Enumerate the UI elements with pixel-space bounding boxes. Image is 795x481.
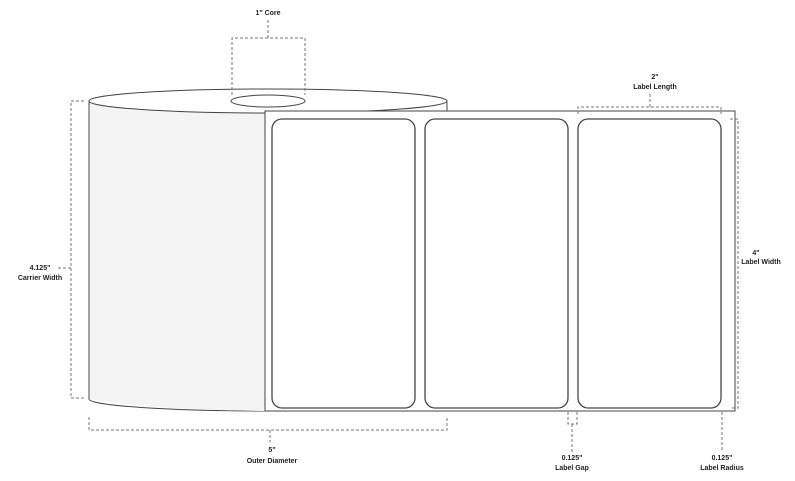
label-width-dimension [730,118,739,409]
core-dimension [231,20,306,95]
outer-diameter-value: 5" [268,447,275,454]
core-hole [230,94,306,108]
carrier-width-dimension [58,100,84,399]
label-radius-label: Label Radius [700,465,744,472]
label-width-value: 4" [752,250,759,257]
label-gap-label: Label Gap [555,465,589,472]
roll-shade [90,102,268,411]
label-width-label: Label Width [741,259,781,266]
outer-diameter-dimension [88,417,448,442]
label-gap-value: 0.125" [562,455,583,462]
carrier-width-value: 4.125" [30,265,51,272]
label-length-dimension [577,92,722,114]
label-length-value: 2" [651,74,658,81]
label-1 [271,118,416,409]
label-3 [577,118,722,409]
outer-diameter-label: Outer Diameter [247,458,298,465]
core-value: 1" Core [255,10,280,17]
label-gap-dimension [567,412,578,452]
carrier-width-label: Carrier Width [18,275,62,282]
label-radius-value: 0.125" [712,455,733,462]
label-length-label: Label Length [633,84,677,91]
label-2 [424,118,569,409]
